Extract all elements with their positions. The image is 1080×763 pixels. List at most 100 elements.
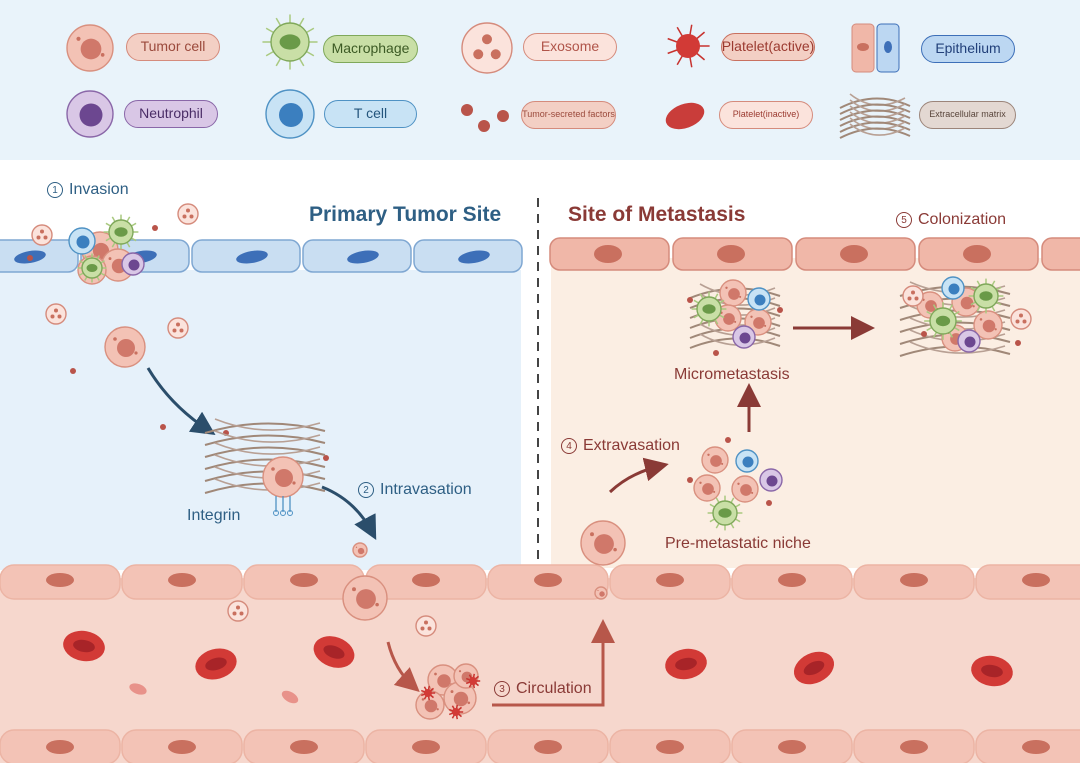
cell-nucleus <box>534 573 562 587</box>
extracellular-matrix <box>839 93 911 139</box>
macrophage-process <box>105 237 111 242</box>
legend-label: Tumor-secreted factors <box>521 101 616 129</box>
tumor-secreted-factor <box>70 368 76 374</box>
step-colonization: 5 Colonization <box>896 211 1006 229</box>
macrophage-process <box>996 286 1002 291</box>
rbc-center <box>981 664 1003 678</box>
ecm-fiber <box>214 430 321 443</box>
exosome-cargo <box>57 314 62 319</box>
macrophage-process <box>926 310 933 316</box>
ecm-fiber <box>204 434 326 446</box>
red-blood-cell <box>665 648 707 680</box>
macrophage-nucleus <box>86 264 98 272</box>
cell-nucleus <box>168 740 196 754</box>
exosome <box>167 317 189 339</box>
rbc-center <box>73 639 95 653</box>
cell-nucleus <box>290 740 318 754</box>
macrophage-process <box>298 17 305 26</box>
macrophage-process <box>693 314 699 319</box>
macrophage-nucleus <box>979 291 993 301</box>
cell-nucleus <box>900 740 928 754</box>
ecm-fiber <box>839 127 911 139</box>
exosome-body <box>167 317 189 339</box>
neutrophil <box>759 468 783 492</box>
red-blood-cell <box>313 636 355 668</box>
macrophage-process <box>730 497 735 503</box>
legend-label: T cell <box>324 100 417 128</box>
tumor-cell <box>701 446 729 474</box>
exosome-cargo <box>186 208 190 213</box>
macrophage-process <box>991 280 996 286</box>
macrophage <box>691 291 727 327</box>
arrow-to-circulation <box>386 641 420 692</box>
metastasis-site-title: Site of Metastasis <box>568 203 746 226</box>
step-number: 5 <box>896 212 912 228</box>
exosome <box>45 303 67 325</box>
granule <box>979 318 983 321</box>
exosome-cargo <box>1015 319 1020 324</box>
exosome-cargo <box>172 328 177 333</box>
exosome-cargo <box>54 308 58 313</box>
macrophage-process <box>948 331 954 338</box>
cell-nucleus <box>290 573 318 587</box>
exosome-cargo <box>176 322 180 327</box>
exosome-cargo <box>179 328 184 333</box>
tumor-secreted-factor <box>713 350 719 356</box>
exosome-cargo <box>40 229 44 234</box>
legend-label: Macrophage <box>323 35 418 63</box>
rbc-center <box>323 645 345 659</box>
tumor-cell <box>580 520 626 566</box>
macrophage-process <box>709 503 715 508</box>
platelet-active <box>667 24 710 68</box>
ecm-fiber <box>909 341 1006 354</box>
ecm-fiber <box>204 446 326 458</box>
macrophage-process <box>126 216 131 222</box>
exosome-cargo <box>420 626 425 631</box>
t-cell-icon-nucleus <box>279 103 303 127</box>
cell-nucleus <box>900 573 928 587</box>
rbc-center <box>803 660 825 676</box>
macrophage <box>924 302 962 340</box>
granule <box>590 532 594 537</box>
exosome-cargo <box>50 314 55 319</box>
granule <box>603 594 605 596</box>
ecm-fiber <box>849 123 906 136</box>
step-label: Intravasation <box>380 481 472 498</box>
macrophage-process <box>79 272 84 276</box>
granule <box>725 286 728 289</box>
macrophage <box>262 14 318 70</box>
exosome-cargo <box>482 34 492 45</box>
granule <box>707 453 710 456</box>
integrin-head <box>273 510 279 516</box>
tumor-secreted-factor <box>921 331 927 337</box>
legend-label: Neutrophil <box>124 100 218 128</box>
metastasis-panel <box>551 258 1080 568</box>
tumor-cell-nucleus <box>728 288 740 300</box>
exosome-cargo <box>43 235 48 240</box>
t-cell-nucleus <box>76 235 90 249</box>
legend-label: Epithelium <box>921 35 1015 63</box>
cell-nucleus <box>656 573 684 587</box>
neutrophil-nucleus <box>739 332 751 344</box>
step-number: 1 <box>47 182 63 198</box>
integrin-label: Integrin <box>187 507 241 524</box>
ecm-fiber <box>204 422 326 434</box>
exosome-body <box>415 615 437 637</box>
cell-nucleus <box>717 245 745 263</box>
macrophage-process <box>709 518 715 523</box>
exosome-cargo <box>911 290 915 295</box>
granule <box>467 701 471 705</box>
granule <box>751 491 754 494</box>
granule <box>134 351 138 355</box>
platelet-active <box>465 673 481 689</box>
macrophage-process <box>976 280 981 286</box>
macrophage-process <box>265 27 274 34</box>
granule <box>100 53 105 57</box>
platelet-active <box>448 704 464 720</box>
exosome <box>902 285 924 307</box>
tumor-cell <box>352 542 368 558</box>
ecm-fiber <box>839 103 911 115</box>
tumor-cell <box>342 575 388 621</box>
granule <box>972 305 975 308</box>
